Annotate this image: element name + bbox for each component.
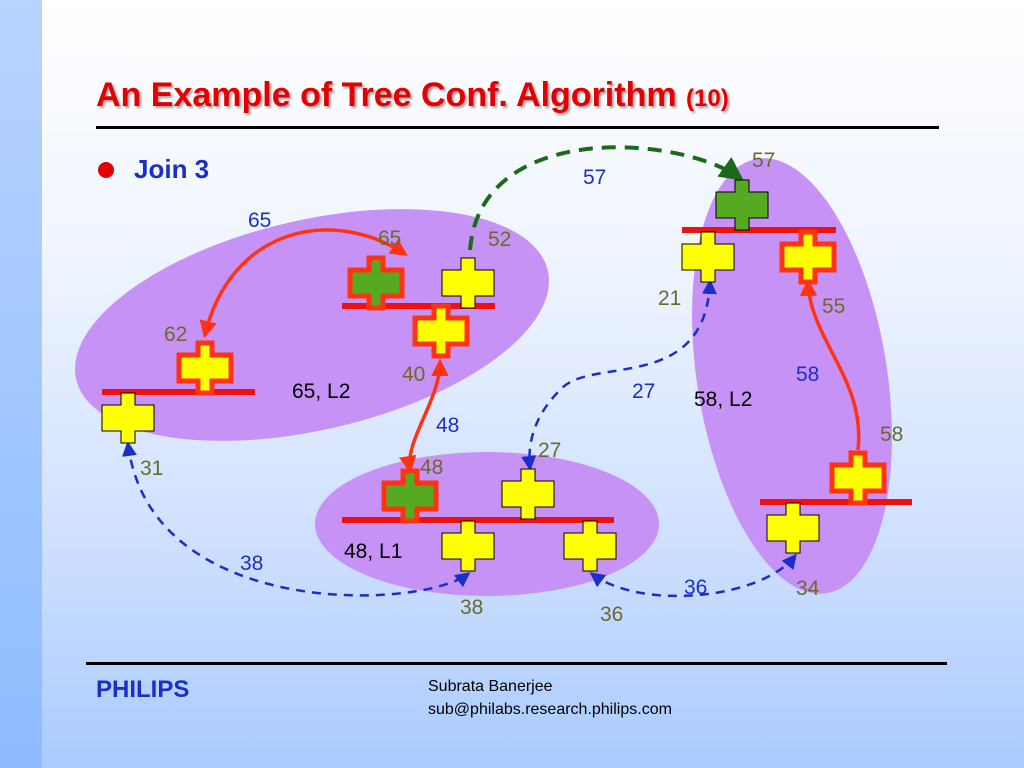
cluster-label-left: 65, L2 (292, 380, 350, 403)
node-62 (176, 340, 234, 396)
edge-label-58: 58 (796, 363, 819, 386)
node-label-40: 40 (402, 363, 425, 386)
edge-label-36: 36 (684, 576, 707, 599)
edge-65 (199, 228, 408, 339)
cluster-label-right: 58, L2 (694, 388, 752, 411)
node-55 (779, 229, 837, 285)
node-57 (715, 179, 769, 231)
title-underline (96, 126, 939, 129)
cluster-bottom (315, 452, 659, 596)
node-52 (441, 257, 495, 309)
node-label-62: 62 (164, 323, 187, 346)
node-label-36: 36 (600, 603, 623, 626)
left-decorative-strip (0, 0, 42, 768)
edge-label-27: 27 (632, 380, 655, 403)
node-38 (441, 520, 495, 572)
edge-label-48: 48 (436, 414, 459, 437)
node-label-65: 65 (378, 227, 401, 250)
node-label-52: 52 (488, 228, 511, 251)
edge-label-65: 65 (248, 209, 271, 232)
bullet-text: Join 3 (134, 154, 210, 184)
node-58 (829, 450, 887, 506)
footer-author-name: Subrata Banerjee (428, 678, 553, 695)
node-48 (381, 468, 439, 524)
edge-36 (589, 553, 797, 598)
footer-author: Subrata Banerjee sub@philabs.research.ph… (428, 675, 672, 721)
edge-57 (468, 145, 744, 251)
footer-rule (86, 662, 947, 665)
slide-title: An Example of Tree Conf. Algorithm (10) (96, 76, 729, 115)
node-label-55: 55 (822, 295, 845, 318)
edge-27 (521, 279, 717, 471)
node-21 (681, 231, 735, 283)
node-label-38: 38 (460, 596, 483, 619)
node-label-21: 21 (658, 287, 681, 310)
node-36 (563, 520, 617, 572)
node-label-48: 48 (420, 456, 443, 479)
footer-author-email: sub@philabs.research.philips.com (428, 701, 672, 718)
node-65 (347, 255, 405, 311)
slide-title-text: An Example of Tree Conf. Algorithm (96, 76, 677, 114)
node-label-34: 34 (796, 577, 820, 600)
footer-brand: PHILIPS (96, 676, 190, 703)
cluster-label-bottom: 48, L1 (344, 540, 402, 563)
node-label-31: 31 (140, 457, 163, 480)
node-label-57: 57 (752, 149, 775, 172)
edge-58 (799, 278, 861, 451)
node-label-27: 27 (538, 439, 561, 462)
edge-label-57: 57 (583, 166, 606, 189)
edge-label-38: 38 (240, 552, 263, 575)
node-40 (412, 303, 470, 359)
edge-38 (122, 441, 471, 597)
node-31 (101, 392, 155, 444)
node-label-58: 58 (880, 423, 903, 446)
bullet-dot-icon (98, 162, 114, 178)
node-34 (766, 502, 820, 554)
slide-title-suffix: (10) (686, 85, 729, 112)
node-27 (501, 468, 555, 520)
